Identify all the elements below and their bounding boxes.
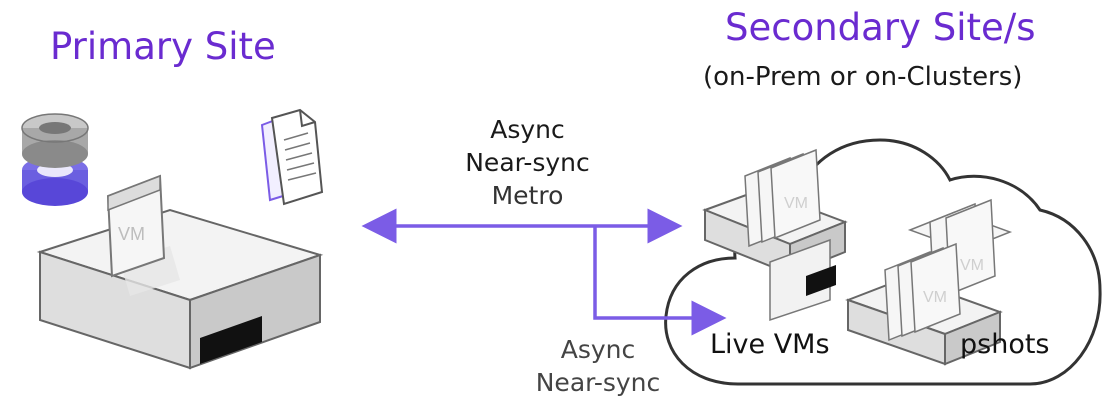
snapshots-label: pshots xyxy=(960,329,1050,360)
secondary-server-live: VM xyxy=(702,148,848,322)
mode-label: Async xyxy=(560,335,636,364)
secondary-site-title: Secondary Site/s xyxy=(725,6,1036,49)
document-icon xyxy=(260,108,324,206)
replication-modes-bottom: Async Near-sync xyxy=(518,333,678,399)
branch-arrow xyxy=(593,226,727,336)
mode-label: Async xyxy=(490,115,565,144)
secondary-site-subtitle: (on-Prem or on-Clusters) xyxy=(703,62,1023,92)
replication-modes-top: Async Near-sync Metro xyxy=(430,113,625,212)
live-vms-label: Live VMs xyxy=(710,329,830,360)
mode-label: Metro xyxy=(491,181,564,210)
secondary-server-snapshots: VM VM xyxy=(845,198,1013,366)
primary-server-node xyxy=(36,208,324,370)
mode-label: Near-sync xyxy=(465,148,590,177)
vm-text: VM xyxy=(960,257,984,274)
primary-site-title: Primary Site xyxy=(50,25,276,68)
vm-text: VM xyxy=(118,224,145,244)
primary-vm-window: VM xyxy=(106,174,166,278)
vm-text: VM xyxy=(784,195,808,212)
vm-text: VM xyxy=(923,289,947,306)
mode-label: Near-sync xyxy=(535,368,661,397)
database-icon xyxy=(21,113,89,206)
